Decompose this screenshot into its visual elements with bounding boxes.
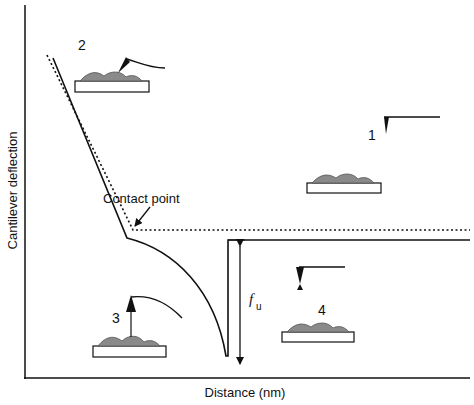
y-axis xyxy=(24,5,26,379)
force-subscript: u xyxy=(256,302,262,312)
axis-title: Distance (nm) xyxy=(205,386,286,399)
inset-adhesion xyxy=(93,295,182,357)
callout-number: 1 xyxy=(368,128,376,142)
callout-number: 2 xyxy=(78,38,86,52)
axis-title: Cantilever deflection xyxy=(7,131,20,249)
inset-release xyxy=(282,267,354,342)
inset-pressing xyxy=(75,57,165,92)
force-symbol: f xyxy=(249,292,253,307)
callout-number: 4 xyxy=(318,303,326,317)
curve-annotation: Contact point xyxy=(103,192,180,205)
callout-number: 3 xyxy=(112,311,120,325)
approach-curve xyxy=(47,55,470,230)
inset-approach xyxy=(307,117,440,193)
leader-arrow xyxy=(135,207,150,226)
adhesion-force-arrow xyxy=(239,246,240,364)
tick xyxy=(228,240,245,241)
retract-curve xyxy=(53,58,470,356)
x-axis xyxy=(24,377,470,379)
